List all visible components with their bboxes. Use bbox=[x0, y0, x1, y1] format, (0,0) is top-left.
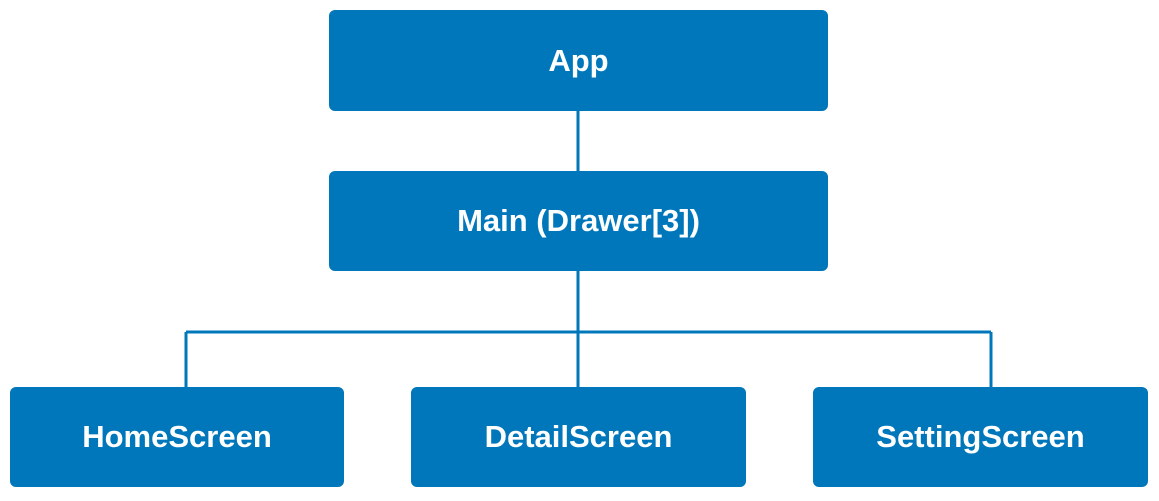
node-detail-screen: DetailScreen bbox=[411, 387, 746, 487]
node-home-screen: HomeScreen bbox=[10, 387, 344, 487]
node-setting-screen: SettingScreen bbox=[813, 387, 1148, 487]
node-main: Main (Drawer[3]) bbox=[329, 171, 828, 271]
node-detail-screen-label: DetailScreen bbox=[484, 419, 673, 454]
node-main-label: Main (Drawer[3]) bbox=[457, 203, 700, 238]
node-setting-screen-label: SettingScreen bbox=[876, 419, 1085, 454]
node-home-screen-label: HomeScreen bbox=[82, 419, 272, 454]
node-app-label: App bbox=[548, 42, 609, 78]
node-app: App bbox=[329, 10, 828, 111]
